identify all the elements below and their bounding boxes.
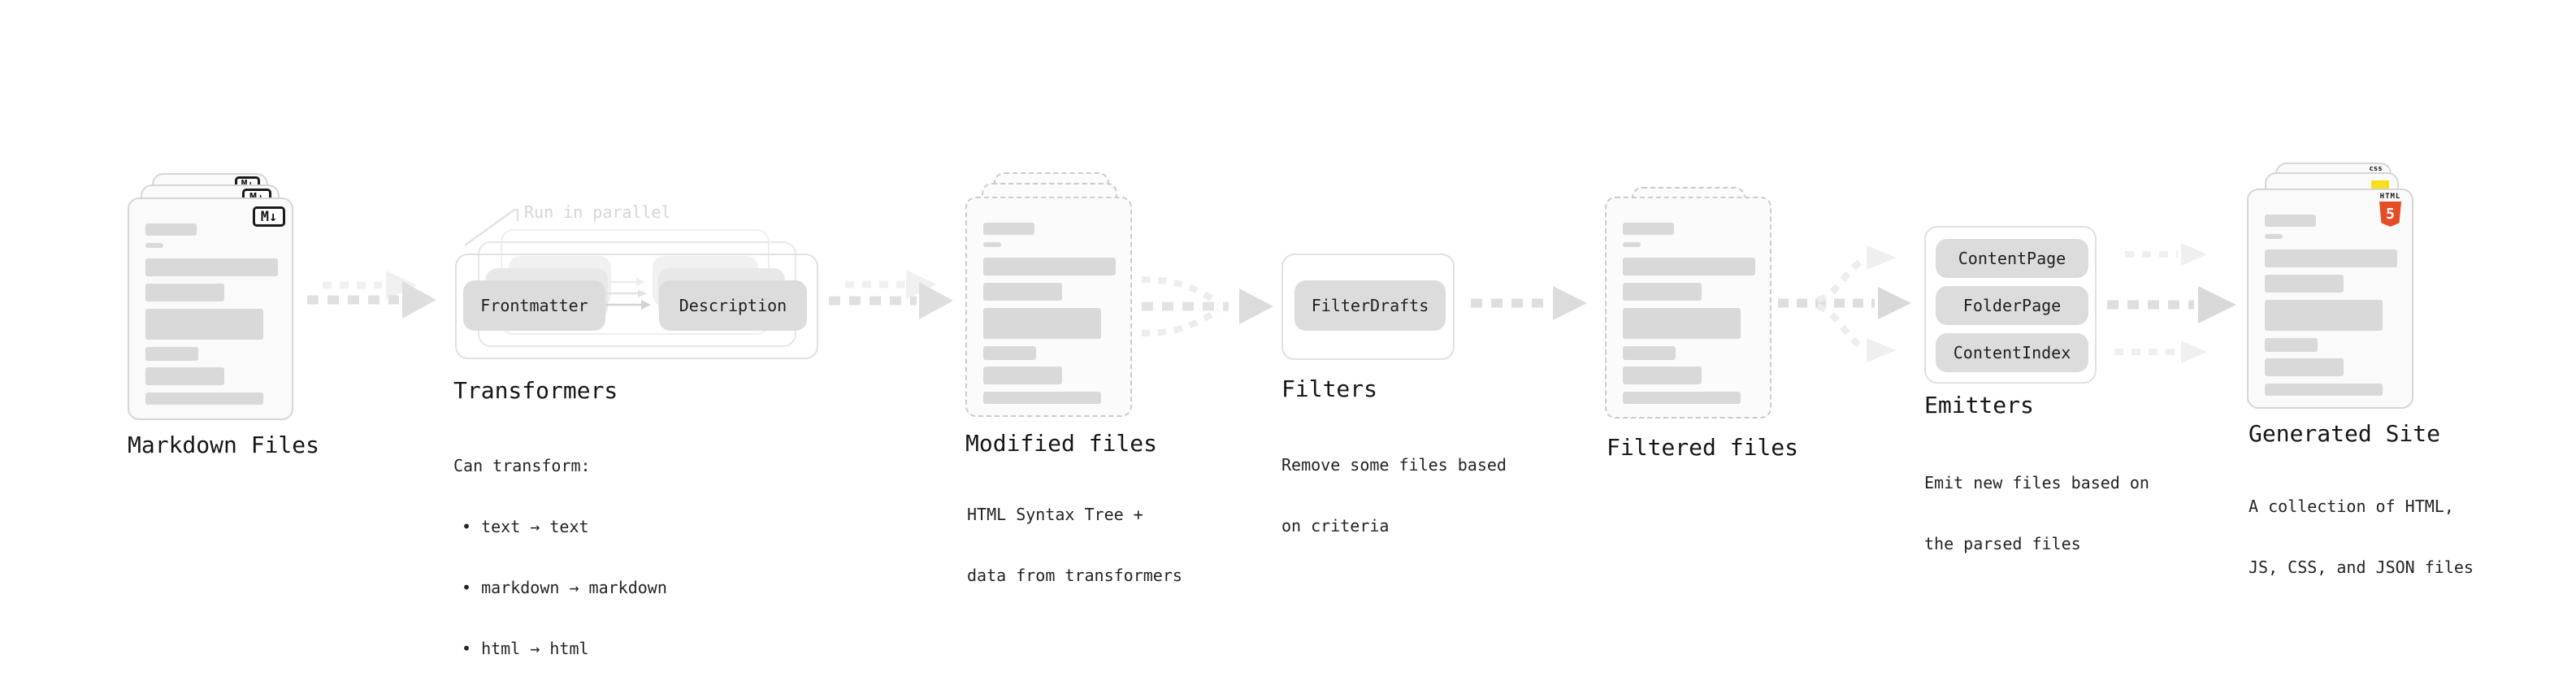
modified-file-page-front: [965, 197, 1132, 417]
section-description-line: • text → text: [462, 517, 589, 536]
text-placeholder-bar: [145, 367, 224, 385]
text-placeholder-bar: [145, 284, 224, 301]
transformers-description: Can transform: • text → text • markdown …: [453, 415, 667, 681]
text-placeholder-bar: [2265, 338, 2318, 352]
flow-arrow-icon: [829, 270, 953, 319]
flow-arrow-icon: [1471, 286, 1587, 320]
text-placeholder-bar: [145, 258, 278, 276]
modified-files-description: HTML Syntax Tree + data from transformer…: [967, 464, 1182, 627]
filters-container: FilterDrafts: [1281, 254, 1455, 360]
text-placeholder-bar: [2265, 215, 2316, 227]
section-description-line: on criteria: [1281, 516, 1390, 536]
text-placeholder-bar: [983, 258, 1116, 275]
section-description-line: A collection of HTML,: [2249, 497, 2454, 516]
filtered-file-page-front: [1605, 197, 1772, 419]
html-file-page: HTML 5: [2247, 189, 2413, 409]
parallel-flow-arrows-icon: [2107, 243, 2236, 363]
markdown-file-page-front: M↓: [128, 197, 293, 420]
document-content-placeholder: [129, 223, 292, 405]
generated-site-description: A collection of HTML, JS, CSS, and JSON …: [2249, 456, 2474, 618]
filters-description: Remove some files based on criteria: [1281, 414, 1507, 577]
text-placeholder-bar: [983, 242, 1001, 247]
document-content-placeholder: [1607, 223, 1770, 404]
text-placeholder-bar: [2265, 249, 2397, 267]
section-description-line: data from transformers: [967, 566, 1182, 585]
contentpage-node: ContentPage: [1936, 239, 2088, 278]
text-placeholder-bar: [983, 283, 1062, 301]
text-placeholder-bar: [2265, 234, 2283, 239]
text-placeholder-bar: [2265, 300, 2383, 331]
section-description-line: Emit new files based on: [1924, 473, 2149, 492]
folderpage-node: FolderPage: [1936, 286, 2088, 325]
html5-icon-label: HTML: [2379, 193, 2401, 201]
note-connector-line: [464, 208, 519, 247]
section-description-line: the parsed files: [1924, 534, 2081, 553]
text-placeholder-bar: [145, 223, 197, 236]
text-placeholder-bar: [1623, 308, 1741, 339]
text-placeholder-bar: [1623, 367, 1702, 384]
html5-icon-number: 5: [2386, 205, 2395, 223]
document-content-placeholder: [967, 223, 1130, 404]
text-placeholder-bar: [1623, 223, 1674, 235]
modified-files-title: Modified files: [965, 430, 1158, 457]
text-placeholder-bar: [1623, 258, 1755, 275]
section-description-line: Can transform:: [453, 456, 591, 475]
text-placeholder-bar: [2265, 275, 2344, 293]
frontmatter-node: Frontmatter: [463, 280, 605, 331]
emitters-container: ContentPage FolderPage ContentIndex: [1924, 226, 2097, 384]
transform-step-arrows-icon: [605, 278, 651, 310]
filterdrafts-node: FilterDrafts: [1295, 280, 1446, 331]
converging-flow-arrow-icon: [1141, 276, 1273, 336]
text-placeholder-bar: [983, 367, 1062, 384]
section-description-line: • html → html: [462, 639, 589, 658]
html5-icon-shield: 5: [2379, 202, 2401, 227]
section-description-line: Remove some files based: [1281, 455, 1507, 475]
section-description-line: HTML Syntax Tree +: [967, 505, 1143, 524]
flow-arrow-icon: [307, 271, 436, 319]
css-icon-label: css: [2369, 165, 2383, 173]
run-in-parallel-note: Run in parallel: [524, 202, 671, 222]
text-placeholder-bar: [145, 309, 263, 340]
emitters-description: Emit new files based on the parsed files: [1924, 432, 2149, 595]
text-placeholder-bar: [1623, 283, 1702, 301]
filtered-files-title: Filtered files: [1607, 434, 1799, 461]
text-placeholder-bar: [2265, 358, 2344, 376]
text-placeholder-bar: [1623, 392, 1741, 404]
text-placeholder-bar: [983, 223, 1034, 235]
text-placeholder-bar: [145, 243, 163, 248]
transformers-title: Transformers: [453, 377, 618, 404]
contentindex-node: ContentIndex: [1936, 333, 2088, 372]
text-placeholder-bar: [145, 393, 263, 405]
text-placeholder-bar: [983, 308, 1101, 339]
emitters-title: Emitters: [1924, 392, 2034, 419]
text-placeholder-bar: [145, 347, 198, 361]
generated-site-title: Generated Site: [2249, 420, 2441, 447]
text-placeholder-bar: [2265, 384, 2383, 396]
section-description-line: • markdown → markdown: [462, 578, 667, 597]
markdown-files-title: Markdown Files: [128, 432, 320, 458]
transformer-layer-front: Frontmatter Description: [455, 254, 818, 359]
text-placeholder-bar: [983, 346, 1036, 360]
description-node: Description: [659, 280, 807, 331]
text-placeholder-bar: [1623, 346, 1676, 360]
html5-icon: HTML 5: [2379, 193, 2401, 227]
text-placeholder-bar: [983, 392, 1101, 404]
text-placeholder-bar: [1623, 242, 1641, 247]
diverging-flow-arrow-icon: [1778, 245, 1911, 362]
document-content-placeholder: [2249, 215, 2412, 396]
markdown-icon: M↓: [253, 206, 285, 227]
section-description-line: JS, CSS, and JSON files: [2249, 557, 2474, 577]
filters-title: Filters: [1281, 375, 1378, 402]
